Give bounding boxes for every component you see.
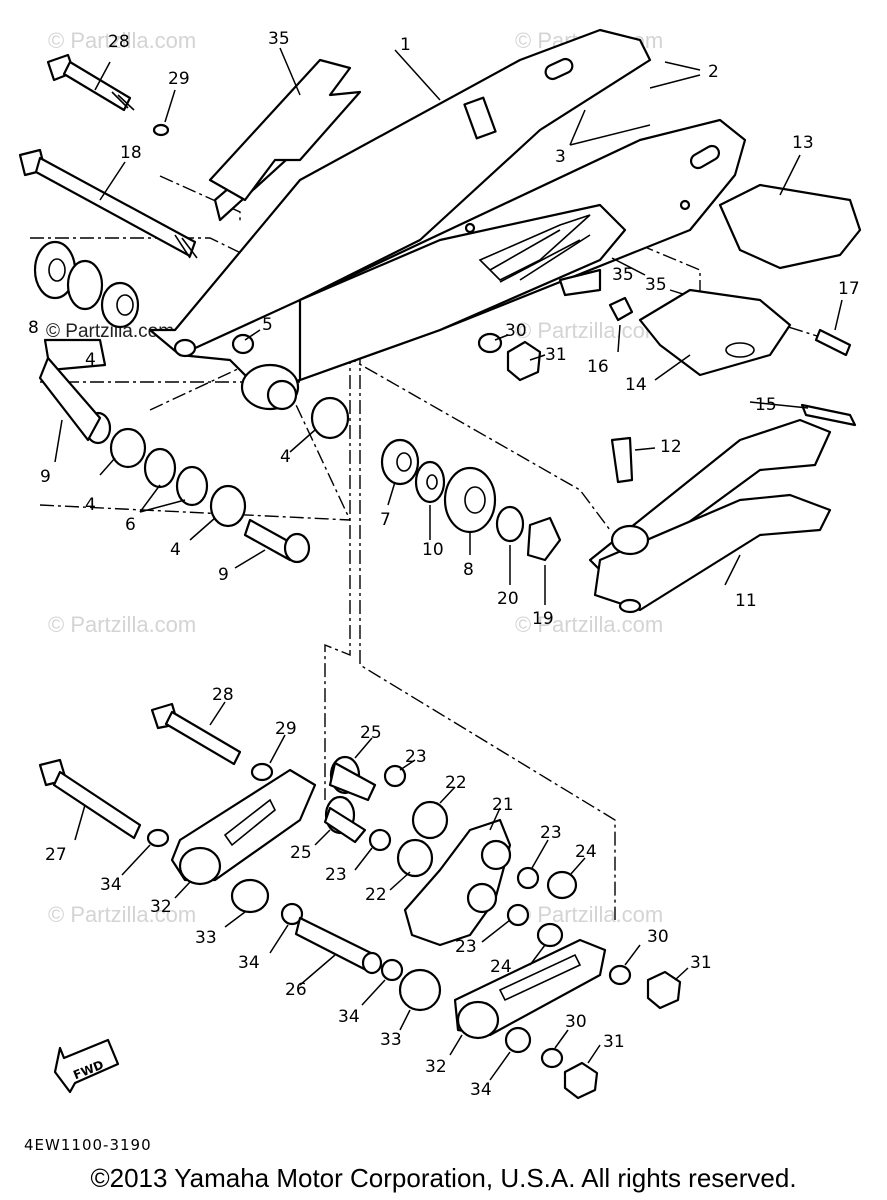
callout: 2 [708,62,719,82]
bushings-row [38,338,350,564]
callout: 35 [268,29,290,49]
callout: 22 [365,885,387,905]
callout: 9 [40,467,51,487]
callout: 29 [168,69,190,89]
callout: 14 [625,375,647,395]
nut-washer-lower [504,964,682,1100]
callout: 25 [290,843,312,863]
callout: 35 [612,265,634,285]
diagram-code: 4EW1100-3190 [24,1136,152,1154]
callout: 34 [238,953,260,973]
callout: 4 [170,540,181,560]
callout: 15 [755,395,777,415]
callout: 31 [603,1032,625,1052]
callout: 28 [212,685,234,705]
callout: 30 [505,321,527,341]
brake-arm [588,418,832,614]
callout: 7 [380,510,391,530]
decal [208,58,362,202]
callout: 8 [28,318,39,338]
watermark: © Partzilla.com [515,902,663,927]
watermark-dark: © Partzilla.com [46,321,174,342]
chain-guide [608,183,862,427]
callout: 18 [120,143,142,163]
callout: 30 [647,927,669,947]
callout: 4 [85,495,96,515]
callout: 33 [380,1030,402,1050]
watermark: © Partzilla.com [48,28,196,53]
callout: 10 [422,540,444,560]
callout: 31 [545,345,567,365]
callout: 24 [490,957,512,977]
callout: 32 [150,897,172,917]
callout: 12 [660,437,682,457]
callout: 23 [325,865,347,885]
callout: 34 [338,1007,360,1027]
callout: 34 [470,1080,492,1100]
relay-arm [403,818,578,948]
relay-arm-bushings [323,755,449,878]
callout: 23 [455,937,477,957]
shock-bushings [380,438,562,562]
callout: 25 [360,723,382,743]
lower-bolts [38,702,274,848]
callout: 29 [275,719,297,739]
watermark: © Partzilla.com [515,318,663,343]
copyright-notice: ©2013 Yamaha Motor Corporation, U.S.A. A… [90,1163,797,1193]
pivot-shaft [18,148,198,259]
callout: 6 [125,515,136,535]
callout: 27 [45,845,67,865]
callouts: 1 2 3 4 4 4 4 5 6 7 8 8 9 9 10 11 12 13 … [28,29,860,1100]
lower-collars [230,878,442,1012]
watermark: © Partzilla.com [515,612,663,637]
callout: 1 [400,35,411,55]
callout: 35 [645,275,667,295]
callout: 13 [792,133,814,153]
callout: 31 [690,953,712,973]
connecting-rod-upper [170,768,317,886]
callout: 23 [405,747,427,767]
callout: 3 [555,147,566,167]
watermark: © Partzilla.com [48,612,196,637]
callout: 11 [735,591,757,611]
fwd-arrow-icon: FWD [53,1038,120,1094]
callout: 34 [100,875,122,895]
callout: 9 [218,565,229,585]
callout: 19 [532,609,554,629]
connecting-rod-lower [453,938,607,1040]
callout: 20 [497,589,519,609]
callout: 33 [195,928,217,948]
callout: 23 [540,823,562,843]
watermark: © Partzilla.com [48,902,196,927]
callout: 5 [262,315,273,335]
callout: 16 [587,357,609,377]
callout: 24 [575,842,597,862]
callout: 32 [425,1057,447,1077]
leader-lines [54,47,843,1081]
callout: 22 [445,773,467,793]
callout: 4 [280,447,291,467]
pivot-bearings [33,240,255,355]
watermark-layer: © Partzilla.com © Partzilla.com © Partzi… [46,28,663,927]
callout: 28 [108,32,130,52]
callout: 8 [463,560,474,580]
callout: 26 [285,980,307,1000]
callout: 17 [838,279,860,299]
callout: 21 [492,795,514,815]
callout: 4 [85,350,96,370]
callout: 30 [565,1012,587,1032]
nut-washer-upper [477,332,542,382]
